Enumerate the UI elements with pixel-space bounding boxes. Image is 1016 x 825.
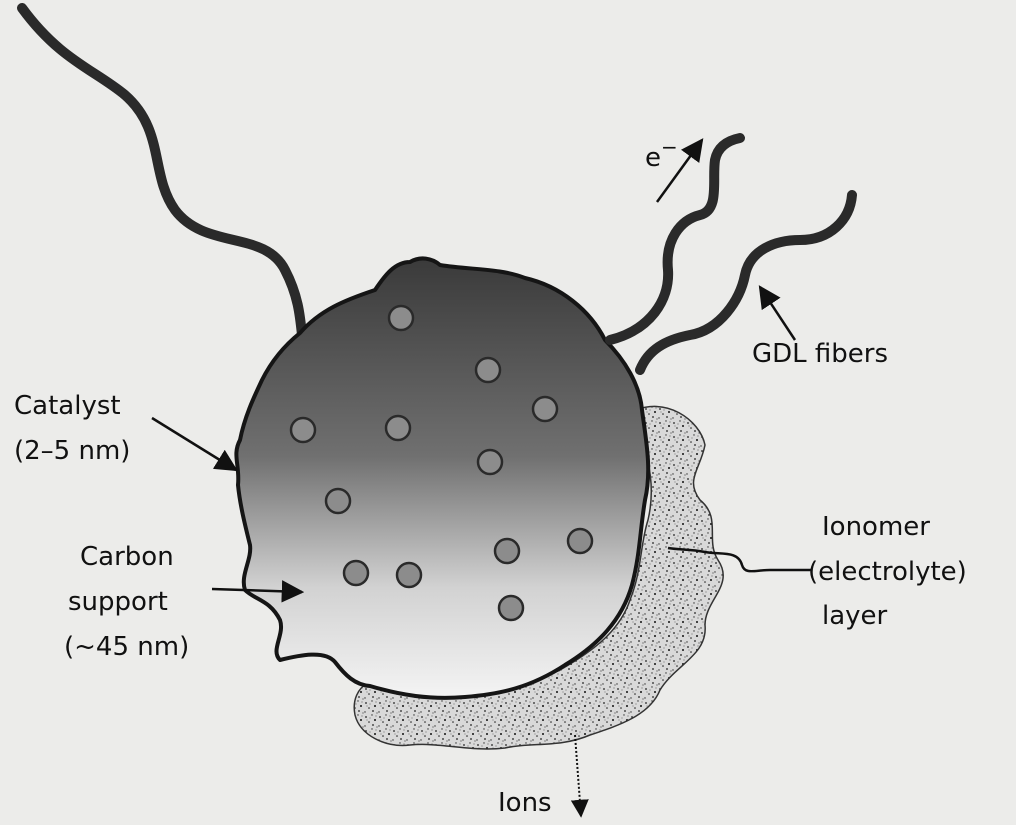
catalyst-particle <box>291 418 315 442</box>
electron-label: e− <box>645 135 678 173</box>
ions-label: Ions <box>498 788 552 818</box>
catalyst-particle <box>533 397 557 421</box>
ionomer-label-line2: (electrolyte) <box>808 557 967 587</box>
gdl-fibers-label: GDL fibers <box>752 339 888 369</box>
electron-superscript: − <box>661 135 678 159</box>
catalyst-particle <box>568 529 592 553</box>
ionomer-label-line3: layer <box>822 601 888 631</box>
catalyst-label-line1: Catalyst <box>14 391 121 421</box>
electron-symbol: e <box>645 143 661 173</box>
catalyst-particle <box>476 358 500 382</box>
catalyst-particle <box>495 539 519 563</box>
catalyst-particle <box>389 306 413 330</box>
catalyst-particle <box>499 596 523 620</box>
carbon-label-line1: Carbon <box>80 542 174 572</box>
gdl-fiber-left <box>22 8 302 335</box>
catalyst-particle <box>397 563 421 587</box>
carbon-label-line3: (~45 nm) <box>64 632 189 662</box>
carbon-label-line2: support <box>68 587 168 617</box>
ions-arrow <box>575 735 581 816</box>
catalyst-particle <box>326 489 350 513</box>
catalyst-particle <box>478 450 502 474</box>
gdl-fiber-right-1 <box>610 138 740 340</box>
gdl-fibers-arrow <box>760 287 795 340</box>
catalyst-particle <box>386 416 410 440</box>
catalyst-particle <box>344 561 368 585</box>
catalyst-arrow <box>152 418 236 470</box>
catalyst-label-line2: (2–5 nm) <box>14 436 130 466</box>
ionomer-label-line1: Ionomer <box>822 512 930 542</box>
